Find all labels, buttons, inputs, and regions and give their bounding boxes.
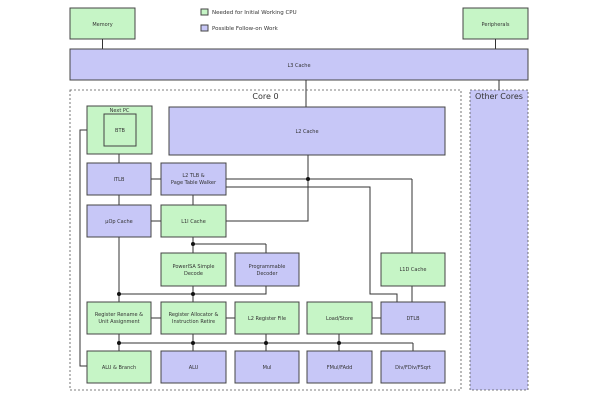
junction-decode (191, 242, 195, 246)
programmable-decoder-block (234, 252, 300, 287)
fmul-fadd-block (306, 350, 373, 384)
register-allocator-label-line2: Instruction Retire (172, 319, 215, 325)
l3-cache-block (69, 48, 529, 81)
junction-tlb-bus (306, 177, 310, 181)
junction-rename-mid (191, 292, 195, 296)
wire-l1i-l2cache (226, 179, 309, 222)
div-block (380, 350, 446, 384)
register-rename-label-line1: Register Rename & (95, 312, 143, 318)
power-decode-block (160, 252, 227, 287)
l3-cache-label: L3 Cache (287, 63, 310, 69)
alu-branch-block (86, 350, 152, 384)
uop-cache-label: μOp Cache (105, 219, 132, 225)
memory-label: Memory (92, 22, 112, 28)
itlb-block (86, 162, 152, 196)
alu-block (160, 350, 227, 384)
next-pc-label: Next PC (110, 108, 130, 114)
peripherals-block (462, 7, 529, 40)
other-cores-region (469, 89, 529, 391)
l2-tlb-label-line1: L2 TLB & (182, 173, 204, 179)
l2-cache-block (168, 106, 446, 156)
mul-label: Mul (263, 365, 272, 371)
power-decode-label-line1: PowerISA Simple (173, 264, 215, 270)
l2-tlb-block (160, 162, 227, 196)
l1i-cache-block (160, 204, 227, 238)
legend-optional-label: Possible Follow-on Work (212, 26, 279, 32)
power-decode-label-line2: Decode (184, 271, 203, 277)
uop-cache-block (86, 204, 152, 238)
wire-branch-feedback (79, 129, 87, 367)
register-allocator-label-line1: Register Allocator & (169, 312, 219, 318)
l2-register-file-block (234, 301, 300, 335)
l2-register-file-label: L2 Register File (248, 316, 286, 322)
l1d-cache-block (380, 252, 446, 287)
alu-branch-label: ALU & Branch (102, 365, 136, 371)
junction-exec-1 (117, 341, 121, 345)
core-0-title: Core 0 (252, 92, 278, 101)
register-allocator-block (160, 301, 227, 335)
itlb-label: ITLB (114, 177, 125, 183)
legend-required-label: Needed for Initial Working CPU (212, 10, 297, 16)
junction-rename-left (117, 292, 121, 296)
junction-exec-2 (191, 341, 195, 345)
dtlb-label: DTLB (406, 316, 420, 322)
fmul-fadd-label: FMul/FAdd (327, 365, 353, 371)
legend-required-swatch (200, 8, 209, 16)
alu-label: ALU (189, 365, 199, 371)
legend-optional-swatch (200, 24, 209, 32)
programmable-decoder-label-line2: Decoder (256, 271, 278, 277)
l2-cache-label: L2 Cache (295, 129, 318, 135)
programmable-decoder-label-line1: Programmable (249, 264, 286, 270)
load-store-label: Load/Store (326, 316, 353, 322)
dtlb-block (380, 301, 446, 335)
div-label: Div/FDiv/FSqrt (395, 365, 431, 371)
l2-tlb-label-line2: Page Table Walker (171, 180, 217, 186)
load-store-block (306, 301, 373, 335)
register-rename-label-line2: Unit Assignment (98, 319, 139, 325)
core-0-region (69, 89, 462, 391)
junction-exec-3 (264, 341, 268, 345)
l1i-cache-label: L1I Cache (181, 219, 206, 225)
memory-block (69, 7, 136, 40)
other-cores-title: Other Cores (475, 92, 523, 101)
register-rename-block (86, 301, 152, 335)
junction-exec-4 (337, 341, 341, 345)
wire-prog-decode-out (119, 286, 267, 295)
btb-block (103, 113, 137, 147)
l1d-cache-label: L1D Cache (400, 267, 427, 273)
wire-l2tlb-dtlb (226, 186, 398, 302)
mul-block (234, 350, 300, 384)
peripherals-label: Peripherals (482, 22, 510, 28)
btb-label: BTB (115, 128, 125, 134)
